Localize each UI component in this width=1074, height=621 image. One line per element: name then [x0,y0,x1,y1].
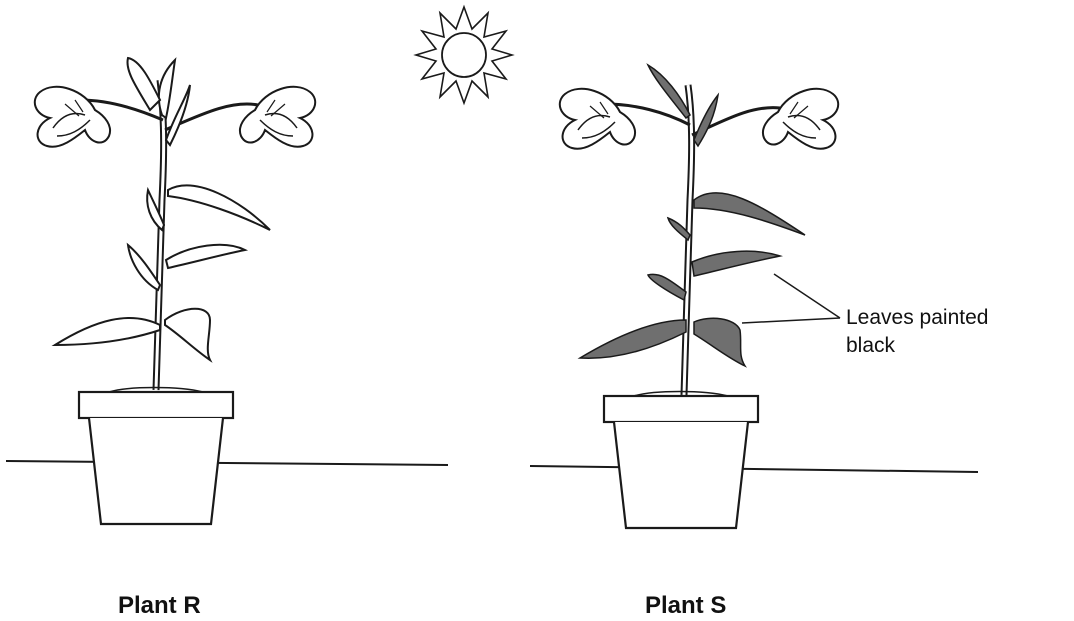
pot [79,388,233,525]
flower-icon [240,87,315,147]
annotation-label: Leaves painted black [846,304,988,360]
sun-icon [416,7,512,103]
pot [604,392,758,529]
annotation-pointer-line [774,274,840,318]
plant-r [35,58,315,524]
annotation-line-1: Leaves painted [846,304,988,332]
plant-s-label: Plant S [645,592,726,620]
flower-icon [35,87,110,147]
ground-line-right [530,466,978,472]
annotation-pointer-line [742,318,840,323]
plant-s [560,65,840,528]
flower-icon [560,89,635,149]
ground-line-left [6,461,448,465]
annotation-line-2: black [846,332,988,360]
flower-icon [763,89,838,149]
plant-r-label: Plant R [118,592,201,620]
